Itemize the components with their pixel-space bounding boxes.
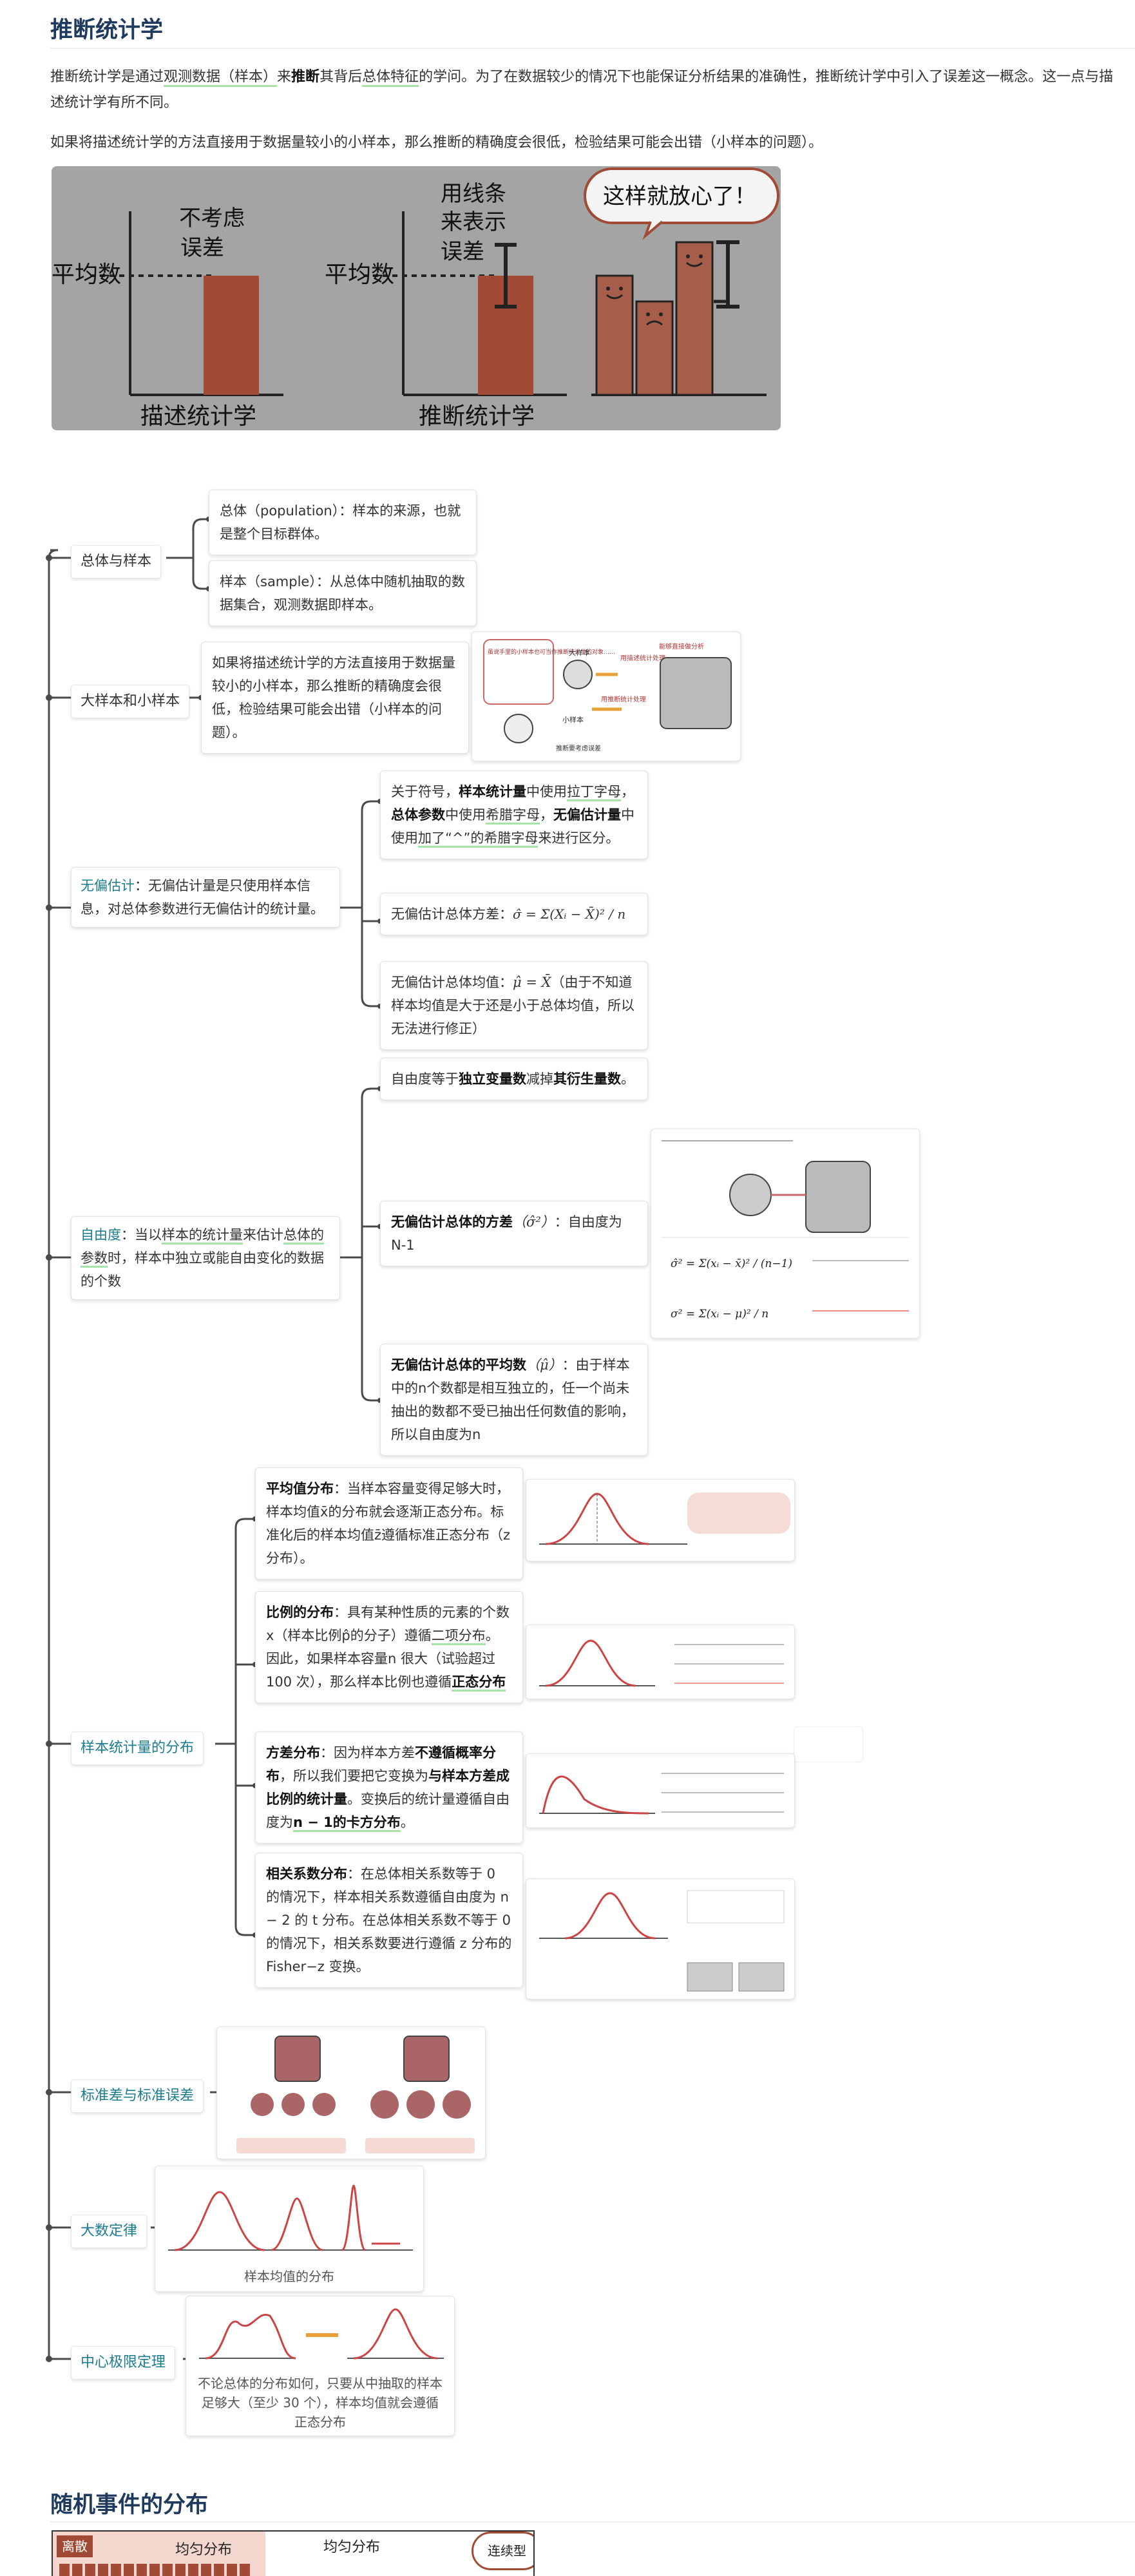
node-dof-definition[interactable]: 自由度等于独立变量数减掉其衍生量数。 xyxy=(380,1058,648,1100)
section-title-inference: 推断统计学 xyxy=(50,17,164,43)
node-population-sample[interactable]: 总体与样本 xyxy=(71,545,162,578)
label-inferential: 推断统计学 xyxy=(419,403,535,430)
node-large-small-sample[interactable]: 大样本和小样本 xyxy=(71,685,190,718)
proportion-distribution-illustration xyxy=(526,1625,795,1699)
title-underline xyxy=(50,48,1135,49)
sd-se-illustration xyxy=(216,2027,486,2159)
node-sd-vs-se[interactable]: 标准差与标准误差 xyxy=(71,2079,204,2113)
node-unbiased-variance[interactable]: 无偏估计总体方差：σ̂ = Σ(Xᵢ − X̄)² / n xyxy=(380,893,648,935)
section-title-random-events: 随机事件的分布 xyxy=(50,2492,209,2518)
sample-size-illustration: 虽说手里的小样本也可当作推断统计学的对象…… 大样本 用描述统计处理 小样本 用… xyxy=(472,631,741,761)
svg-text:用推断统计处理: 用推断统计处理 xyxy=(601,695,646,703)
node-dof-mean[interactable]: 无偏估计总体的平均数（μ̂）：由于样本中的n个数都是相互独立的，任一个尚未抽出的… xyxy=(380,1344,648,1456)
small-sample-paragraph: 如果将描述统计学的方法直接用于数据量较小的小样本，那么推断的精确度会很低，检验结… xyxy=(50,135,823,151)
empty-card xyxy=(794,1726,863,1762)
label-average-right: 平均数 xyxy=(325,262,394,288)
svg-text:用线条: 用线条 xyxy=(441,181,506,207)
svg-text:来表示: 来表示 xyxy=(441,209,506,235)
node-central-limit-theorem[interactable]: 中心极限定理 xyxy=(71,2346,176,2380)
clt-illustration: 不论总体的分布如何，只要从中抽取的样本足够大（至少 30 个），样本均值就会遵循… xyxy=(186,2296,455,2436)
label-average-left: 平均数 xyxy=(52,262,121,288)
tab-discrete: 离散 xyxy=(57,2535,93,2557)
law-large-numbers-caption: 样本均值的分布 xyxy=(244,2269,334,2284)
node-proportion-distribution[interactable]: 比例的分布：具有某种性质的元素的个数x（样本比例p̂的分子）遵循二项分布。因此，… xyxy=(255,1591,523,1703)
node-dof-variance[interactable]: 无偏估计总体的方差（σ̂²）：自由度为N-1 xyxy=(380,1201,648,1266)
node-law-large-numbers[interactable]: 大数定律 xyxy=(71,2215,148,2248)
svg-text:小样本: 小样本 xyxy=(562,715,584,724)
tab-continuous: 连续型 xyxy=(472,2532,533,2570)
node-variance-distribution[interactable]: 方差分布：因为样本方差不遵循概率分布，所以我们要把它变换为与样本方差成比例的统计… xyxy=(255,1732,523,1844)
intro-paragraph: 推断统计学是通过观测数据（样本）来推断其背后总体特征的学问。为了在数据较少的情况… xyxy=(50,69,1114,111)
svg-text:误差: 误差 xyxy=(180,235,224,261)
svg-text:能够直接做分析: 能够直接做分析 xyxy=(659,642,704,651)
svg-text:推断要考虑误差: 推断要考虑误差 xyxy=(556,744,601,752)
mean-distribution-illustration xyxy=(526,1479,795,1561)
node-mean-distribution[interactable]: 平均值分布：当样本容量变得足够大时，样本均值x̄的分布就会逐渐正态分布。标准化后… xyxy=(255,1467,523,1579)
node-unbiased-estimation[interactable]: 无偏估计：无偏估计量是只使用样本信息，对总体参数进行无偏估计的统计量。 xyxy=(71,867,340,928)
svg-text:误差: 误差 xyxy=(441,239,484,265)
variance-distribution-illustration xyxy=(526,1753,795,1828)
svg-text:σ̂² = Σ(xᵢ − x̄)² / (n−1): σ̂² = Σ(xᵢ − x̄)² / (n−1) xyxy=(671,1257,792,1270)
law-large-numbers-illustration: 样本均值的分布 xyxy=(155,2166,424,2292)
node-sample-def[interactable]: 样本（sample）：从总体中随机抽取的数据集合，观测数据即样本。 xyxy=(209,560,477,626)
tab-uniform-continuous: 均匀分布 xyxy=(323,2539,381,2555)
node-degrees-of-freedom[interactable]: 自由度：当以样本的统计量来估计总体的参数时，样本中独立或能自由变化的数据的个数 xyxy=(71,1216,340,1300)
node-unbiased-mean[interactable]: 无偏估计总体均值：μ̂ = X̄（由于不知道样本均值是大于还是小于总体均值，所以… xyxy=(380,961,648,1050)
node-population-def[interactable]: 总体（population）：样本的来源，也就是整个目标群体。 xyxy=(209,490,477,555)
section2-underline xyxy=(50,2521,1135,2523)
node-correlation-distribution[interactable]: 相关系数分布：在总体相关系数等于 0 的情况下，样本相关系数遵循自由度为 n −… xyxy=(255,1853,523,1988)
node-notation[interactable]: 关于符号，样本统计量中使用拉丁字母，总体参数中使用希腊字母，无偏估计量中使用加了… xyxy=(380,770,648,859)
node-small-sample-problem[interactable]: 如果将描述统计学的方法直接用于数据量较小的小样本，那么推断的精确度会很低，检验结… xyxy=(201,642,469,754)
correlation-distribution-illustration xyxy=(526,1878,795,1999)
inference-vs-descriptive-illustration: 平均数 不考虑 误差 描述统计学 平均数 用线条 来表示 误差 推断统计学 这样… xyxy=(52,166,781,430)
svg-text:σ² = Σ(xᵢ − μ)² / n: σ² = Σ(xᵢ − μ)² / n xyxy=(671,1308,768,1321)
clt-caption: 不论总体的分布如何，只要从中抽取的样本足够大（至少 30 个），样本均值就会遵循… xyxy=(198,2376,443,2430)
speech-bubble-text: 这样就放心了！ xyxy=(603,184,756,209)
svg-text:用描述统计处理: 用描述统计处理 xyxy=(620,654,665,662)
dof-illustration: σ̂² = Σ(xᵢ − x̄)² / (n−1) σ² = Σ(xᵢ − μ)… xyxy=(651,1129,920,1339)
tab-uniform-discrete: 均匀分布 xyxy=(175,2542,233,2558)
label-descriptive: 描述统计学 xyxy=(140,403,256,430)
distribution-table-preview: 离散 均匀分布 均匀分布 连续型 xyxy=(52,2530,535,2576)
node-sampling-distribution[interactable]: 样本统计量的分布 xyxy=(71,1732,204,1765)
svg-text:大样本: 大样本 xyxy=(569,648,590,657)
svg-text:虽说手里的小样本也可当作推断统计学的对象……: 虽说手里的小样本也可当作推断统计学的对象…… xyxy=(488,648,615,656)
svg-text:不考虑: 不考虑 xyxy=(179,205,245,231)
